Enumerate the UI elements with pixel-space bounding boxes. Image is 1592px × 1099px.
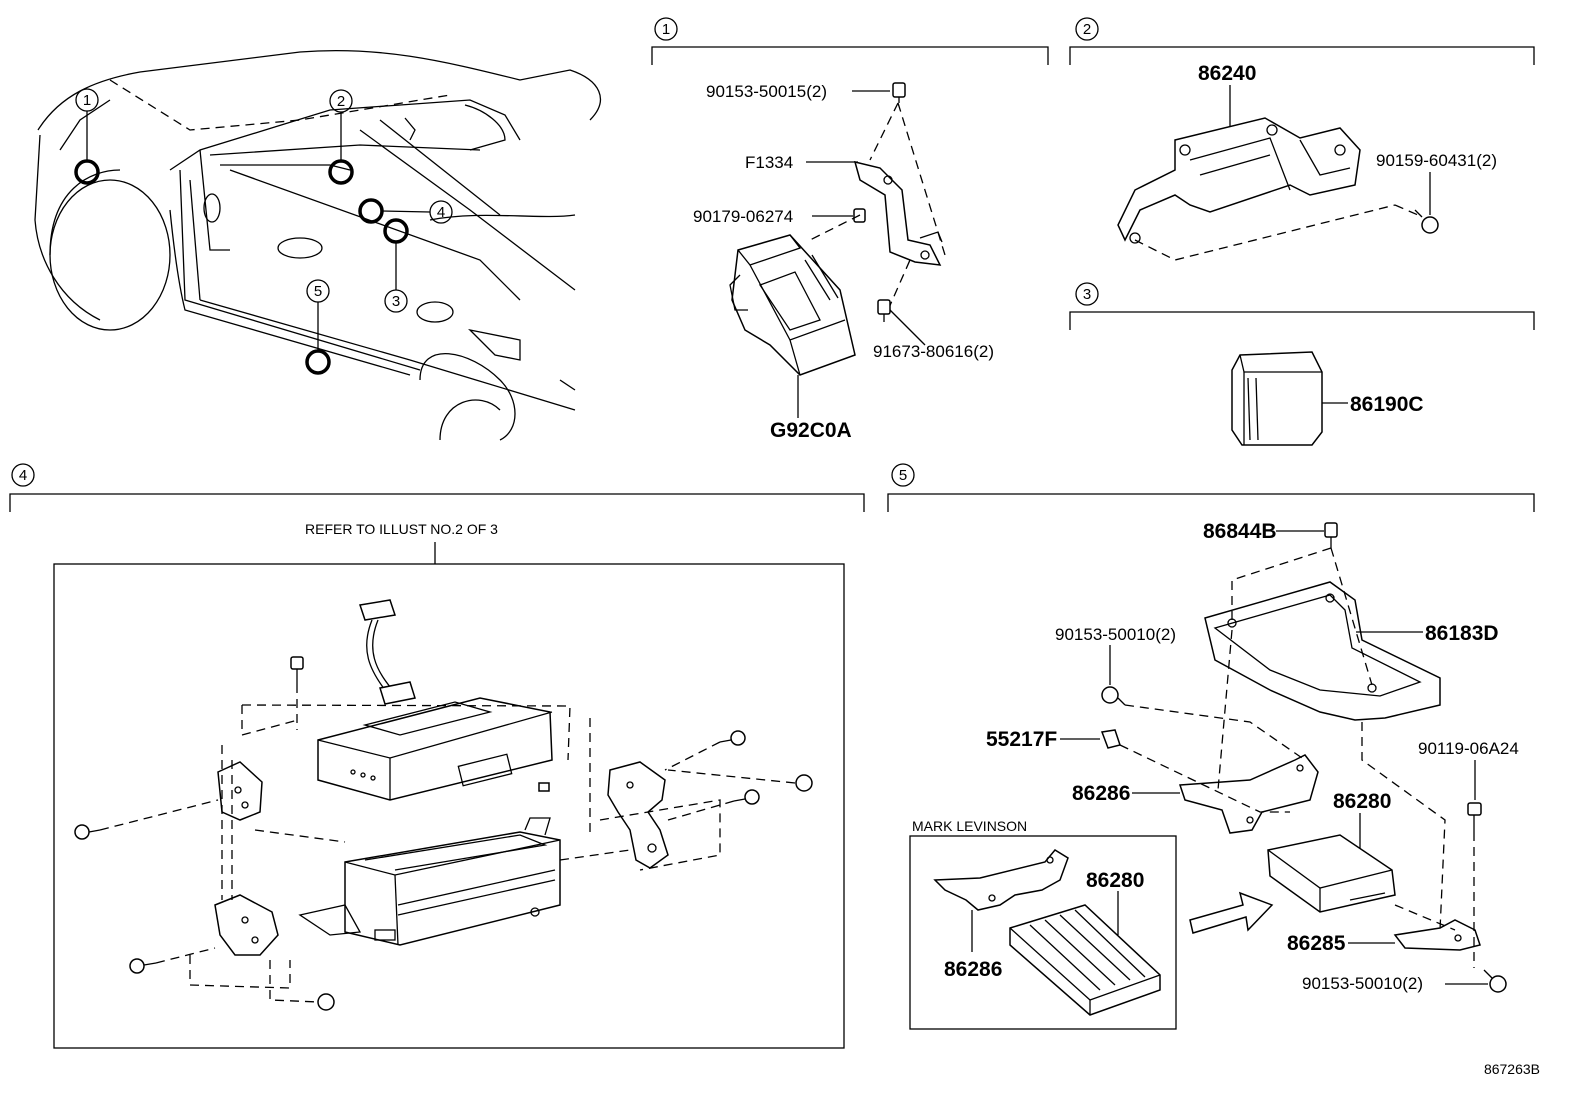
inset-bracket-86286 <box>933 849 1069 911</box>
label-86286: 86286 <box>1072 782 1130 805</box>
left-bracket-lower <box>214 894 279 956</box>
diagram-id: 867263B <box>1484 1061 1540 1077</box>
label-90179-06274: 90179-06274 <box>693 207 793 226</box>
left-bracket-upper <box>217 761 263 821</box>
label-90159-60431: 90159-60431(2) <box>1376 151 1497 170</box>
module-G92C0A <box>729 234 856 376</box>
inset-label-86280: 86280 <box>1086 869 1144 892</box>
label-86285: 86285 <box>1287 932 1346 955</box>
label-86280: 86280 <box>1333 790 1391 813</box>
overview-marker-4: 4 <box>437 204 445 221</box>
bolt-icon <box>1101 686 1126 706</box>
section-2: 2 86240 90159-60431(2) <box>1069 17 1535 261</box>
screw-icon <box>877 299 891 322</box>
relay-86190C <box>1231 351 1323 446</box>
inset-amplifier-86280 <box>1009 904 1161 1016</box>
label-86240: 86240 <box>1198 62 1256 85</box>
screw-icon <box>317 993 335 1011</box>
overview-marker-3: 3 <box>392 293 400 310</box>
label-90153-50010-lower: 90153-50010(2) <box>1302 974 1423 993</box>
section-1-number: 1 <box>662 21 670 38</box>
label-90153-50010-upper: 90153-50010(2) <box>1055 625 1176 644</box>
bolt-icon <box>1467 802 1482 832</box>
upper-av-unit <box>317 697 553 801</box>
screw-icon <box>290 656 304 684</box>
bracket-86240 <box>1117 117 1361 244</box>
screw-icon <box>795 774 813 792</box>
lower-display-unit <box>298 817 561 946</box>
section-5-number: 5 <box>899 467 907 484</box>
wire-harness <box>359 599 416 705</box>
bolt-icon <box>892 82 906 103</box>
overview-marker-5: 5 <box>314 283 322 300</box>
refer-note: REFER TO ILLUST NO.2 OF 3 <box>305 521 498 537</box>
section-4-number: 4 <box>19 467 27 484</box>
section-3: 3 86190C <box>1069 282 1535 446</box>
label-86844B: 86844B <box>1203 520 1277 543</box>
label-90153-50015: 90153-50015(2) <box>706 82 827 101</box>
label-90119-06A24: 90119-06A24 <box>1418 739 1519 758</box>
amplifier-86280 <box>1267 834 1396 913</box>
section-2-number: 2 <box>1083 21 1091 38</box>
label-86183D: 86183D <box>1425 622 1499 645</box>
overview-marker-1: 1 <box>83 92 91 109</box>
clip-icon <box>538 782 550 792</box>
inset-title: MARK LEVINSON <box>912 818 1027 834</box>
cover-86183D <box>1204 581 1441 721</box>
label-F1334: F1334 <box>745 153 793 172</box>
label-86190C: 86190C <box>1350 393 1424 416</box>
section-4: 4 REFER TO ILLUST NO.2 OF 3 <box>9 463 865 1049</box>
inset-label-86286: 86286 <box>944 958 1002 981</box>
label-55217F: 55217F <box>986 728 1057 751</box>
screw-icon <box>719 730 746 746</box>
screw-icon <box>733 789 760 805</box>
label-91673-80616: 91673-80616(2) <box>873 342 994 361</box>
screw-icon <box>129 958 157 974</box>
right-bracket <box>607 761 669 869</box>
section-1: 1 90153-50015(2) F1334 90179-06274 <box>651 17 1049 442</box>
bracket-86285 <box>1393 919 1481 951</box>
screw-icon <box>74 824 101 840</box>
clip-icon <box>1100 729 1121 749</box>
bolt-icon <box>1414 209 1439 234</box>
vehicle-overview: 1 2 4 3 5 <box>34 49 601 441</box>
bolt-icon <box>1324 522 1338 548</box>
bracket-86286 <box>1178 754 1319 834</box>
section-3-number: 3 <box>1083 286 1091 303</box>
bracket-F1334 <box>853 160 943 266</box>
overview-marker-2: 2 <box>337 93 345 110</box>
section-5: 5 86844B 86183D 90153-50010(2) 55217F 90… <box>887 463 1535 1030</box>
arrow-icon <box>1189 891 1274 934</box>
label-G92C0A: G92C0A <box>770 419 852 442</box>
bolt-icon <box>1483 969 1507 993</box>
